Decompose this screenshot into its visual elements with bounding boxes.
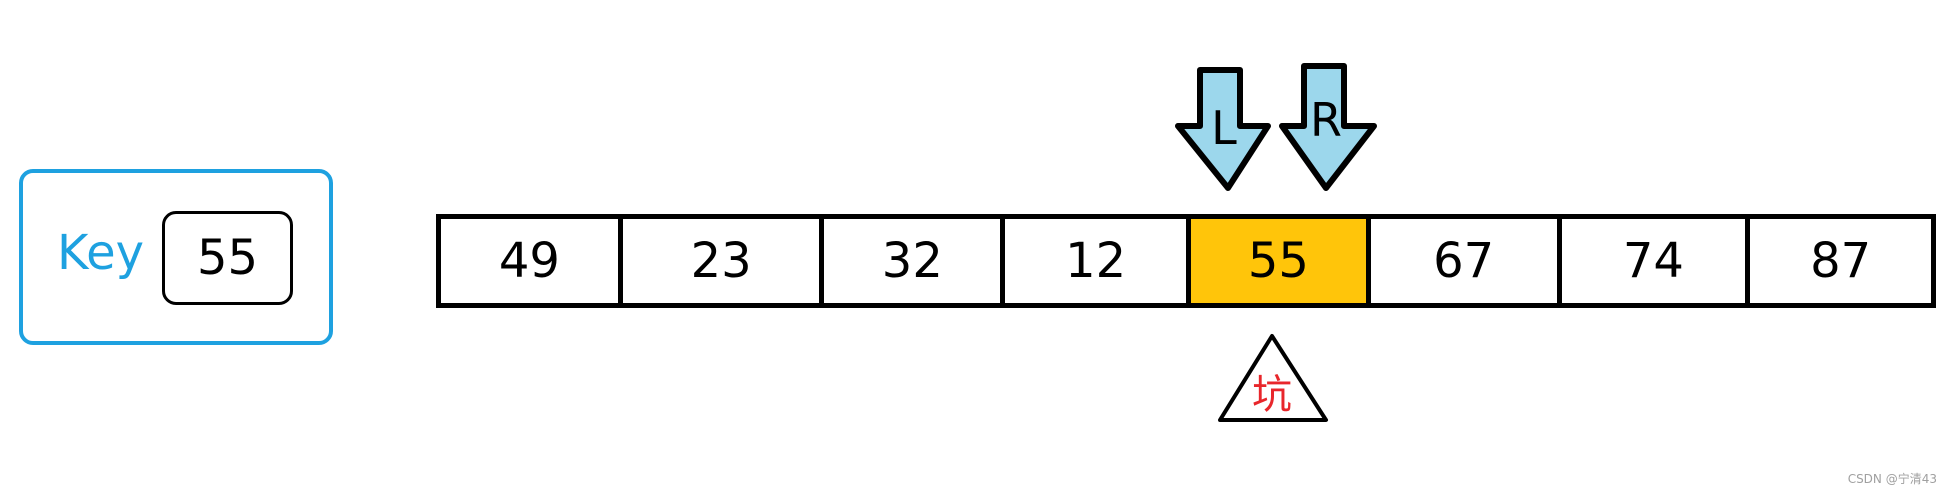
right-pointer-label: R — [1310, 93, 1342, 147]
left-pointer-label: L — [1211, 101, 1237, 155]
pit-marker: 坑 — [1218, 334, 1328, 422]
watermark-credit: CSDN @宁清43 — [1847, 472, 1937, 486]
left-pointer-arrow: L — [1175, 67, 1271, 191]
key-label: Key — [57, 225, 145, 281]
left-arrow-shape — [1175, 67, 1271, 191]
pit-label: 坑 — [1252, 372, 1292, 418]
array-cell-6: 74 — [1562, 219, 1751, 303]
right-pointer-arrow: R — [1279, 63, 1377, 191]
array-cell-3: 12 — [1005, 219, 1191, 303]
key-panel: Key 55 — [19, 169, 333, 345]
array-cell-4-highlighted: 55 — [1190, 219, 1371, 303]
array: 49 23 32 12 55 67 74 87 — [436, 214, 1936, 308]
array-cell-0: 49 — [441, 219, 623, 303]
array-cell-5: 67 — [1371, 219, 1562, 303]
pit-triangle — [1218, 334, 1328, 422]
array-cell-7: 87 — [1810, 233, 1872, 289]
right-arrow-shape — [1279, 63, 1377, 191]
array-cell-2: 32 — [824, 219, 1006, 303]
key-value: 55 — [162, 211, 293, 305]
array-cell-1: 23 — [623, 219, 825, 303]
